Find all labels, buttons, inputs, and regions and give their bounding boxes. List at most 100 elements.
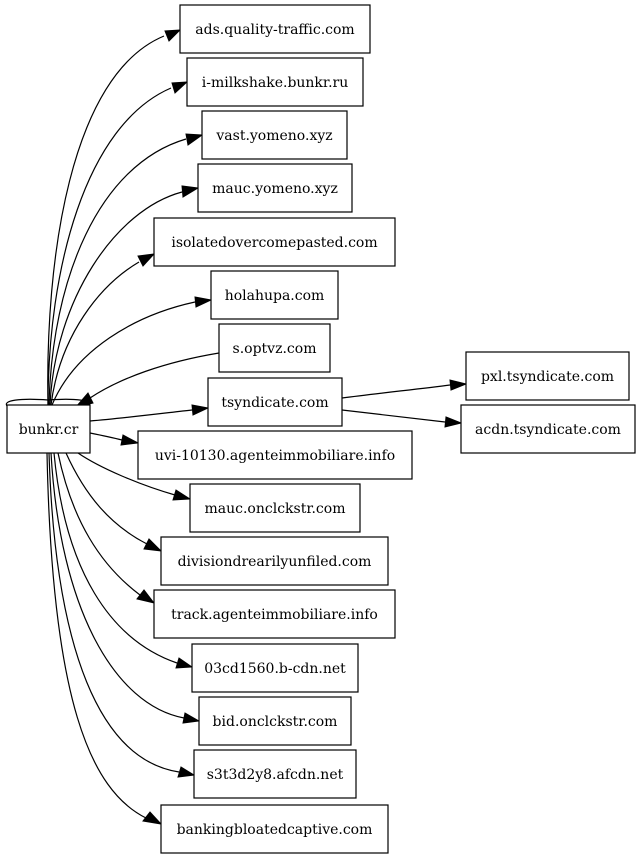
node-label: 03cd1560.b-cdn.net bbox=[204, 661, 346, 677]
node-box bbox=[460, 404, 636, 454]
node-label: s.optvz.com bbox=[233, 341, 317, 357]
node-ads[interactable]: ads.quality-traffic.com bbox=[179, 4, 371, 54]
node-pxl[interactable]: pxl.tsyndicate.com bbox=[465, 351, 630, 401]
node-box bbox=[198, 696, 352, 746]
edge-bunkr-to-banking bbox=[46, 452, 163, 825]
node-division[interactable]: divisiondrearilyunfiled.com bbox=[160, 536, 389, 586]
node-box bbox=[191, 643, 359, 693]
edge-bunkr-to-milkshake bbox=[47, 81, 189, 406]
node-label: bunkr.cr bbox=[19, 422, 79, 438]
node-label: s3t3d2y8.afcdn.net bbox=[207, 767, 344, 783]
node-box bbox=[465, 351, 630, 401]
edge-bunkr-to-uvi bbox=[89, 432, 140, 446]
arrowhead bbox=[181, 185, 200, 198]
node-bcdn[interactable]: 03cd1560.b-cdn.net bbox=[191, 643, 359, 693]
node-label: i-milkshake.bunkr.ru bbox=[202, 75, 348, 91]
node-milkshake[interactable]: i-milkshake.bunkr.ru bbox=[186, 57, 364, 107]
edge-line bbox=[47, 87, 172, 406]
node-label: divisiondrearilyunfiled.com bbox=[178, 554, 372, 570]
arrowhead bbox=[171, 81, 189, 94]
nodes-layer: bunkr.cr ads.quality-traffic.com i-milksha… bbox=[6, 4, 636, 854]
node-box bbox=[179, 4, 371, 54]
edge-line bbox=[77, 452, 176, 496]
node-bid[interactable]: bid.onclckstr.com bbox=[198, 696, 352, 746]
edge-bunkr-to-ads bbox=[47, 29, 182, 406]
edge-bunkr-to-bcdn bbox=[53, 452, 194, 669]
edge-line bbox=[50, 261, 140, 406]
edge-bunkr-to-mauc_yomeno bbox=[49, 185, 200, 406]
edge-line bbox=[53, 452, 178, 664]
node-tsyndicate[interactable]: tsyndicate.com bbox=[207, 377, 343, 427]
edge-line bbox=[46, 452, 147, 819]
edge-optvz-to-bunkr bbox=[74, 352, 220, 408]
node-label: mauc.onclckstr.com bbox=[205, 501, 346, 517]
node-banking[interactable]: bankingbloatedcaptive.com bbox=[160, 804, 389, 854]
arrowhead bbox=[194, 296, 213, 308]
edge-bunkr-to-division bbox=[65, 452, 163, 552]
node-label: mauc.yomeno.xyz bbox=[212, 181, 338, 197]
arrowhead bbox=[142, 811, 163, 825]
arrowhead bbox=[191, 404, 210, 416]
edge-line bbox=[341, 384, 451, 399]
node-onclckstr[interactable]: mauc.onclckstr.com bbox=[189, 483, 361, 533]
node-box bbox=[137, 430, 413, 480]
edge-bunkr-to-holahupa bbox=[51, 296, 213, 406]
arrowhead bbox=[175, 657, 194, 669]
arrowhead bbox=[449, 379, 468, 391]
edge-line bbox=[57, 452, 141, 596]
node-label: track.agenteimmobiliare.info bbox=[171, 607, 378, 623]
node-isolated[interactable]: isolatedovercomepasted.com bbox=[153, 217, 396, 267]
edge-line bbox=[65, 452, 148, 545]
arrowhead bbox=[143, 538, 163, 552]
edge-tsyndicate-to-pxl bbox=[341, 379, 468, 399]
node-box bbox=[160, 536, 389, 586]
node-box bbox=[6, 404, 91, 454]
edge-line bbox=[48, 138, 187, 406]
arrowhead bbox=[120, 434, 140, 446]
node-box bbox=[218, 323, 331, 373]
node-box bbox=[153, 589, 396, 639]
edge-bunkr-to-bid bbox=[50, 452, 201, 724]
node-box bbox=[153, 217, 396, 267]
node-afcdn[interactable]: s3t3d2y8.afcdn.net bbox=[193, 749, 357, 799]
edge-line bbox=[89, 352, 220, 399]
node-box bbox=[186, 57, 364, 107]
node-acdn[interactable]: acdn.tsyndicate.com bbox=[460, 404, 636, 454]
arrowhead bbox=[444, 416, 463, 428]
arrowhead bbox=[172, 489, 192, 501]
edge-bunkr-to-onclckstr bbox=[77, 452, 192, 501]
node-label: bid.onclckstr.com bbox=[213, 714, 338, 730]
node-holahupa[interactable]: holahupa.com bbox=[210, 270, 339, 320]
node-label: isolatedovercomepasted.com bbox=[171, 235, 377, 251]
edge-line bbox=[341, 409, 446, 423]
edge-bunkr-to-tsyndicate bbox=[89, 404, 210, 422]
edge-bunkr-to-isolated bbox=[50, 253, 156, 406]
node-box bbox=[201, 110, 348, 160]
node-box bbox=[189, 483, 361, 533]
arrowhead bbox=[177, 766, 196, 778]
edge-tsyndicate-to-acdn bbox=[341, 409, 463, 428]
node-box bbox=[207, 377, 343, 427]
arrowhead bbox=[164, 29, 182, 42]
node-box bbox=[210, 270, 339, 320]
node-label: ads.quality-traffic.com bbox=[195, 22, 354, 38]
node-box bbox=[193, 749, 357, 799]
node-track[interactable]: track.agenteimmobiliare.info bbox=[153, 589, 396, 639]
arrowhead bbox=[137, 253, 156, 267]
node-label: uvi-10130.agenteimmobiliare.info bbox=[155, 448, 395, 464]
node-mauc_yomeno[interactable]: mauc.yomeno.xyz bbox=[197, 163, 353, 213]
edge-bunkr-to-track bbox=[57, 452, 156, 604]
edge-line bbox=[89, 432, 123, 441]
edges-layer bbox=[5, 29, 468, 825]
edge-line bbox=[47, 35, 165, 406]
node-label: pxl.tsyndicate.com bbox=[481, 369, 614, 385]
node-uvi[interactable]: uvi-10130.agenteimmobiliare.info bbox=[137, 430, 413, 480]
edge-bunkr-to-vast bbox=[48, 133, 204, 406]
node-vast[interactable]: vast.yomeno.xyz bbox=[201, 110, 348, 160]
edge-line bbox=[51, 301, 196, 406]
node-label: bankingbloatedcaptive.com bbox=[177, 822, 373, 838]
node-optvz[interactable]: s.optvz.com bbox=[218, 323, 331, 373]
edge-line bbox=[48, 452, 180, 773]
node-bunkr[interactable]: bunkr.cr bbox=[6, 404, 91, 454]
